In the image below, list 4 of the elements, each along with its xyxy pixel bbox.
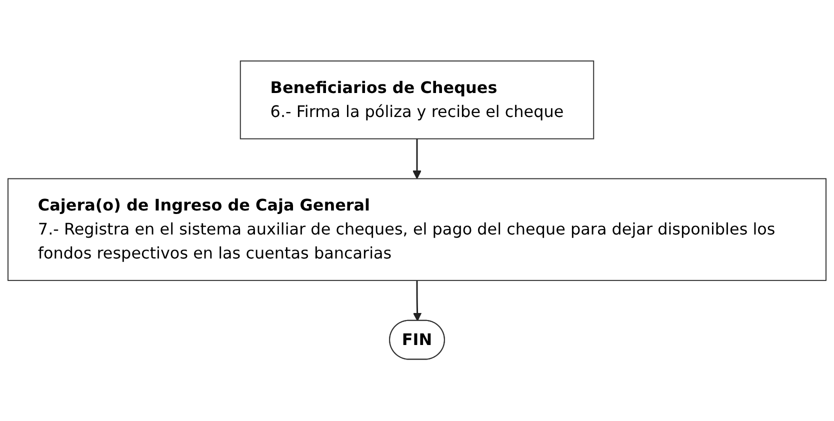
node-box: Cajera(o) de Ingreso de Caja General 7.- Registra en el sistema auxiliar de cheques, el pago del cheque para dejar disponibles los fondos respectivos en las cuentas bancarias xyxy=(8,178,826,282)
arrow xyxy=(412,280,422,322)
arrow xyxy=(412,139,422,180)
node-box: Beneficiarios de Cheques 6.- Firma la póliza y recibe el cheque xyxy=(240,60,594,140)
